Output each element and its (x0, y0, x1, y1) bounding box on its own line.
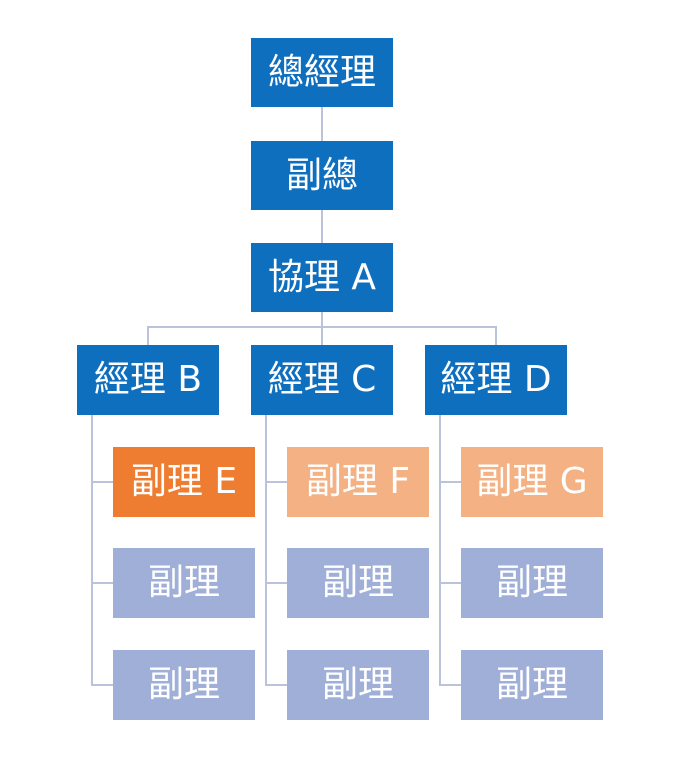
node-deputy-c-2: 副理 (287, 650, 429, 720)
node-label: 副理 (495, 664, 568, 705)
connector-c-to-f (265, 481, 287, 483)
connector-gm-to-dgm (321, 107, 323, 141)
node-label: 副理 (495, 562, 568, 603)
connector-to-manager-d (495, 326, 497, 345)
connector-c-vertical (265, 414, 267, 686)
node-label: 經理 B (93, 359, 203, 400)
node-deputy-general-manager: 副總 (251, 141, 393, 210)
connector-b-vertical (91, 414, 93, 686)
node-deputy-d-1: 副理 (461, 548, 603, 618)
connector-d-to-g (439, 481, 461, 483)
node-deputy-g: 副理 G (461, 447, 603, 517)
node-label: 副理 (321, 562, 394, 603)
node-general-manager: 總經理 (251, 38, 393, 107)
node-deputy-b-1: 副理 (113, 548, 255, 618)
connector-am-trunk (321, 312, 323, 326)
node-manager-c: 經理 C (251, 345, 393, 415)
node-assistant-manager-a: 協理 A (251, 243, 393, 312)
node-deputy-e: 副理 E (113, 447, 255, 517)
node-manager-b: 經理 B (77, 345, 219, 415)
node-label: 總經理 (267, 51, 376, 93)
node-label: 協理 A (267, 256, 377, 298)
node-label: 副理 E (130, 461, 238, 502)
node-deputy-f: 副理 F (287, 447, 429, 517)
connector-c-to-deputy-1 (265, 582, 287, 584)
node-deputy-c-1: 副理 (287, 548, 429, 618)
node-label: 副理 G (476, 461, 588, 502)
connector-to-manager-c (321, 326, 323, 345)
connector-b-to-e (91, 481, 113, 483)
connector-to-manager-b (147, 326, 149, 345)
node-label: 副理 (321, 664, 394, 705)
connector-dgm-to-am (321, 210, 323, 243)
node-label: 副理 F (305, 461, 411, 502)
connector-d-to-deputy-1 (439, 582, 461, 584)
node-deputy-d-2: 副理 (461, 650, 603, 720)
connector-b-to-deputy-2 (91, 684, 113, 686)
node-label: 經理 D (440, 359, 552, 400)
node-label: 副理 (147, 664, 220, 705)
node-label: 經理 C (267, 359, 377, 400)
connector-c-to-deputy-2 (265, 684, 287, 686)
connector-d-to-deputy-2 (439, 684, 461, 686)
node-manager-d: 經理 D (425, 345, 567, 415)
node-label: 副理 (147, 562, 220, 603)
node-deputy-b-2: 副理 (113, 650, 255, 720)
connector-d-vertical (439, 414, 441, 686)
node-label: 副總 (285, 154, 358, 196)
connector-b-to-deputy-1 (91, 582, 113, 584)
